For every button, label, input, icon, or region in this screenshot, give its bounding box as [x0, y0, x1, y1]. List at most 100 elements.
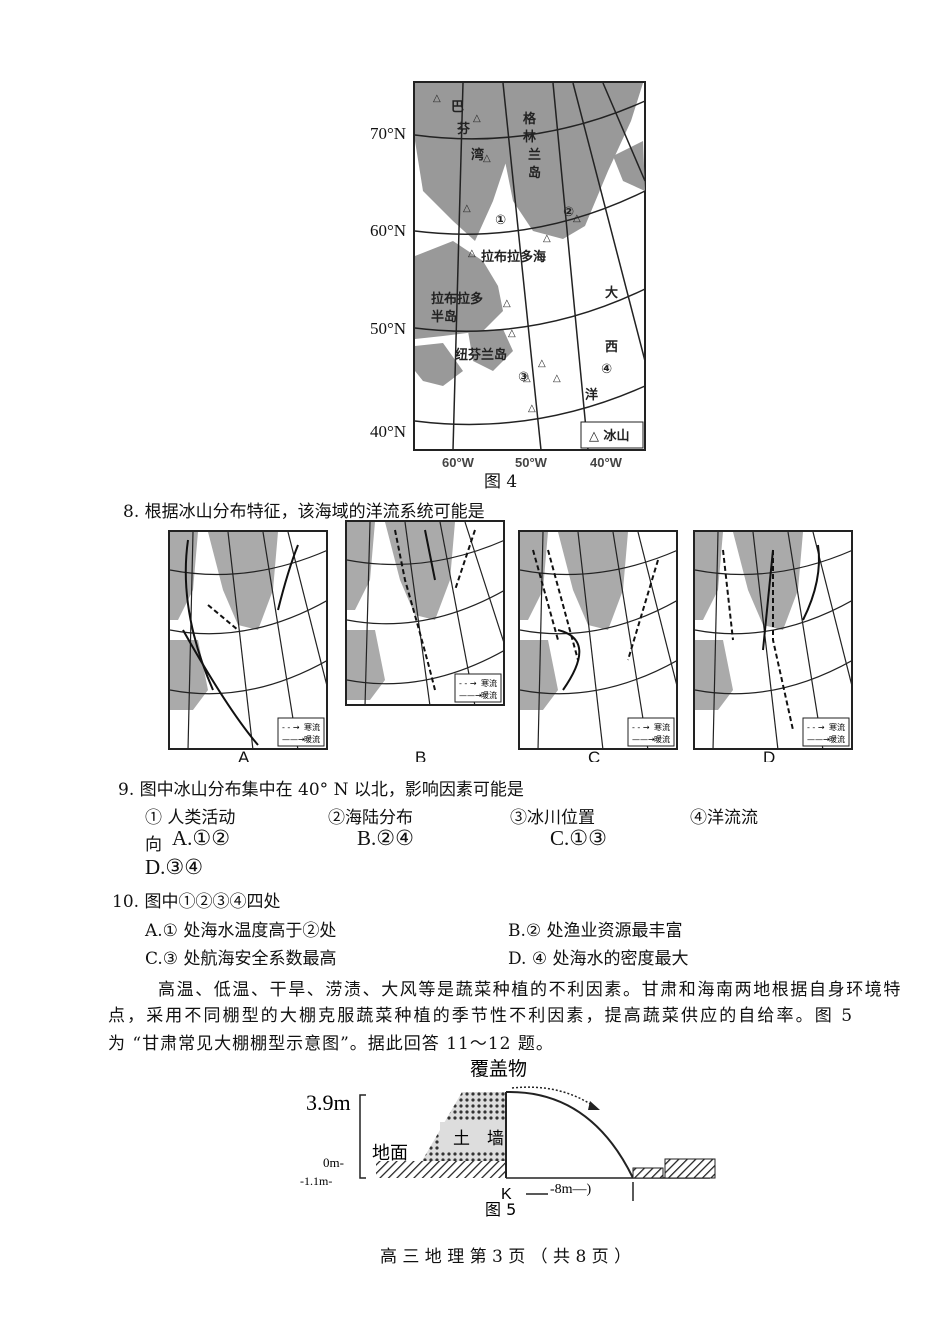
- current-map-option-a[interactable]: - - →寒流 ——→暖流: [168, 530, 328, 750]
- q10-option-d[interactable]: D. ④ 处海水的密度最大: [508, 949, 689, 969]
- svg-text:0m-: 0m-: [323, 1155, 344, 1170]
- q9-item: ④洋流流: [690, 808, 758, 828]
- q9-option-a[interactable]: A.①②: [172, 826, 231, 850]
- q8-option-label[interactable]: B: [415, 748, 427, 762]
- svg-text:③: ③: [518, 370, 529, 385]
- svg-text:半岛: 半岛: [431, 309, 457, 325]
- svg-text:寒流: 寒流: [654, 722, 670, 732]
- svg-text:暖流: 暖流: [829, 734, 845, 744]
- q8-option-label[interactable]: D: [763, 748, 776, 762]
- warm-current-arrow: [557, 629, 581, 691]
- q9-option-b[interactable]: B.②④: [357, 826, 414, 850]
- current-map-option-b[interactable]: - - → 寒流 ——→暖流: [345, 520, 505, 706]
- svg-text:兰: 兰: [528, 147, 541, 163]
- q9-item: ②海陆分布: [328, 808, 413, 828]
- svg-text:△: △: [543, 233, 551, 244]
- greenland: [385, 522, 455, 620]
- q8-option-label[interactable]: A: [238, 748, 250, 762]
- q10-option-b[interactable]: B.② 处渔业资源最丰富: [508, 921, 683, 941]
- q8-option-label[interactable]: C: [588, 748, 601, 762]
- cover-label: 覆盖物: [470, 1058, 527, 1080]
- current-map-option-d[interactable]: - - →寒流 ——→暖流: [693, 530, 853, 750]
- q9-option-c[interactable]: C.①③: [550, 826, 607, 850]
- svg-text:△: △: [573, 213, 581, 224]
- svg-text:巴: 巴: [451, 100, 464, 115]
- page-footer: 高 三 地 理 第 3 页 （ 共 8 页 ）: [380, 1247, 632, 1267]
- svg-text:暖流: 暖流: [654, 734, 670, 744]
- svg-text:△: △: [433, 93, 441, 104]
- legend-iceberg: △ 冰山: [589, 428, 630, 444]
- svg-text:土: 土: [453, 1129, 470, 1149]
- svg-text:纽芬兰岛: 纽芬兰岛: [455, 347, 507, 363]
- svg-text:- - →: - - →: [807, 723, 825, 732]
- svg-text:△: △: [503, 298, 511, 309]
- labrador: [695, 640, 733, 710]
- greenland: [733, 532, 803, 630]
- land-south: [415, 343, 463, 386]
- svg-text:- - →: - - →: [459, 679, 477, 688]
- cold-current-arrow: [722, 549, 734, 641]
- q9-option-d[interactable]: D.③④: [145, 855, 204, 879]
- svg-text:△: △: [468, 248, 476, 259]
- ground-label: 地面: [372, 1143, 408, 1164]
- svg-text:暖流: 暖流: [304, 734, 320, 744]
- svg-text:△: △: [508, 328, 516, 339]
- svg-text:△: △: [523, 373, 531, 384]
- question-10: 10. 图中①②③④四处: [112, 892, 281, 912]
- question-9: 9. 图中冰山分布集中在 40° N 以北，影响因素可能是: [118, 780, 524, 800]
- lat-label: 60°N: [370, 221, 407, 240]
- svg-text:- - →: - - →: [282, 723, 300, 732]
- svg-text:△: △: [463, 203, 471, 214]
- svg-text:④: ④: [601, 362, 612, 377]
- svg-text:——→: ——→: [632, 735, 655, 744]
- svg-text:林: 林: [523, 129, 536, 145]
- figure-caption: 图 5: [485, 1200, 516, 1219]
- q10-option-c[interactable]: C.③ 处航海安全系数最高: [145, 949, 337, 969]
- greenland: [208, 532, 278, 630]
- svg-text:大: 大: [605, 285, 618, 301]
- greenland: [558, 532, 628, 630]
- lon-label: 40°W: [590, 455, 622, 470]
- svg-text:暖流: 暖流: [481, 690, 497, 700]
- svg-text:K: K: [501, 1186, 512, 1203]
- baffin-island: [347, 522, 375, 610]
- current-map-option-c[interactable]: - - → 寒流 ——→暖流: [518, 530, 678, 750]
- lat-label: 50°N: [370, 319, 407, 338]
- svg-text:△: △: [553, 373, 561, 384]
- iceberg-map: △△△△△△△△△△△△△ 巴 芬 湾 格 林 兰 岛 拉布拉多海 拉布拉多 半…: [413, 81, 646, 451]
- baffin-island: [695, 532, 723, 620]
- svg-text:拉布拉多: 拉布拉多: [431, 291, 483, 307]
- svg-text:寒流: 寒流: [481, 678, 497, 688]
- baffin-island: [520, 532, 548, 620]
- svg-text:——→: ——→: [282, 735, 305, 744]
- svg-text:湾: 湾: [471, 147, 484, 163]
- cold-current-arrow: [394, 529, 436, 691]
- svg-text:——→: ——→: [459, 691, 482, 700]
- greenland: [501, 83, 643, 239]
- q9-item: ① 人类活动: [145, 808, 236, 828]
- warm-current-arrow: [802, 544, 820, 621]
- question-8: 8. 根据冰山分布特征，该海域的洋流系统可能是: [123, 502, 485, 522]
- svg-text:格: 格: [523, 111, 537, 127]
- lat-label: 70°N: [370, 124, 407, 143]
- lat-label: 40°N: [370, 422, 407, 441]
- q10-option-a[interactable]: A.① 处海水温度高于②处: [145, 921, 337, 941]
- lon-label: 50°W: [515, 455, 547, 470]
- newfoundland-land: [468, 329, 513, 371]
- cold-current-arrow: [772, 550, 794, 731]
- passage-line: 为 “甘肃常见大棚棚型示意图”。据此回答 11～12 题。: [108, 1034, 554, 1054]
- svg-text:岛: 岛: [528, 165, 541, 181]
- cold-current-arrow: [454, 529, 476, 591]
- passage-line: 高温、低温、干旱、涝渍、大风等是蔬菜种植的不利因素。甘肃和海南两地根据自身环境特: [158, 980, 902, 1000]
- svg-text:拉布拉多海: 拉布拉多海: [481, 249, 546, 265]
- svg-text:寒流: 寒流: [829, 722, 845, 732]
- warm-current-arrow: [762, 549, 774, 651]
- svg-text:△: △: [483, 153, 491, 164]
- q9-item-wrap: 向: [145, 835, 162, 855]
- svg-text:②: ②: [563, 205, 574, 220]
- svg-text:芬: 芬: [456, 121, 471, 137]
- figure-caption: 图 4: [484, 472, 518, 492]
- svg-text:- - →: - - →: [632, 723, 650, 732]
- svg-text:墙: 墙: [487, 1129, 504, 1149]
